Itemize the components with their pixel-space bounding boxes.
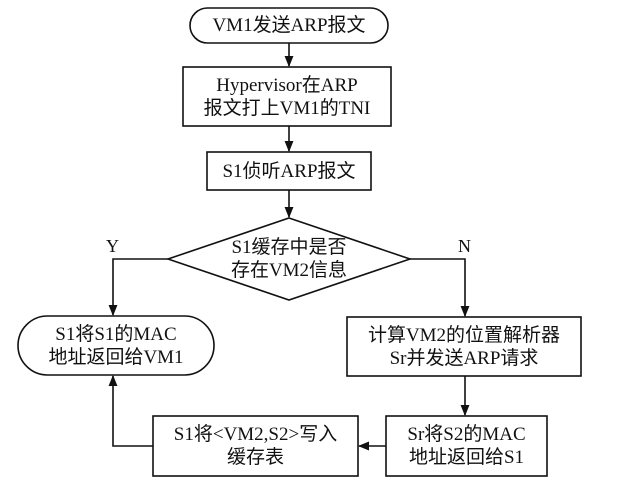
arrow-yes-branch bbox=[108, 258, 168, 317]
decision-label-line-2: 存在VM2信息 bbox=[230, 260, 348, 281]
write-cache-label-line-1: S1将<VM2,S2>写入 bbox=[173, 424, 338, 445]
tag-tni-label: Hypervisor在ARP 报文打上VM1的TNI bbox=[183, 67, 391, 126]
return-mac-label-line-1: S1将S1的MAC bbox=[55, 323, 177, 345]
compute-resolver-label-line-1: 计算VM2的位置解析器 bbox=[367, 324, 561, 346]
decision-diamond bbox=[165, 217, 413, 301]
snoop-label-line-1: S1侦听ARP报文 bbox=[222, 160, 356, 182]
return-mac-label: S1将S1的MAC 地址返回给VM1 bbox=[18, 316, 214, 375]
decision-label-line-1: S1缓存中是否 bbox=[231, 237, 347, 258]
start-label-line-1: VM1发送ARP报文 bbox=[212, 15, 366, 36]
snoop-label: S1侦听ARP报文 bbox=[207, 152, 371, 190]
write-cache-label: S1将<VM2,S2>写入 缓存表 bbox=[153, 416, 358, 476]
write-cache-label-line-2: 缓存表 bbox=[226, 447, 284, 468]
arrow-cache-to-return bbox=[108, 374, 153, 447]
tag-tni-label-line-2: 报文打上VM1的TNI bbox=[203, 97, 371, 119]
arrow-no-branch bbox=[410, 258, 470, 318]
yes-branch-label: Y bbox=[106, 236, 119, 256]
sr-return-label: Sr将S2的MAC 地址返回给S1 bbox=[386, 416, 547, 476]
start-label: VM1发送ARP报文 bbox=[190, 8, 388, 43]
return-mac-label-line-2: 地址返回给VM1 bbox=[48, 346, 184, 368]
compute-resolver-label-line-2: Sr并发送ARP请求 bbox=[389, 347, 539, 369]
sr-return-label-line-2: 地址返回给S1 bbox=[408, 447, 525, 468]
compute-resolver-label: 计算VM2的位置解析器 Sr并发送ARP请求 bbox=[347, 317, 581, 376]
no-branch-label: N bbox=[458, 236, 471, 256]
sr-return-label-line-1: Sr将S2的MAC bbox=[407, 424, 526, 445]
decision-label: S1缓存中是否 存在VM2信息 bbox=[198, 236, 380, 282]
tag-tni-label-line-1: Hypervisor在ARP bbox=[216, 74, 358, 96]
